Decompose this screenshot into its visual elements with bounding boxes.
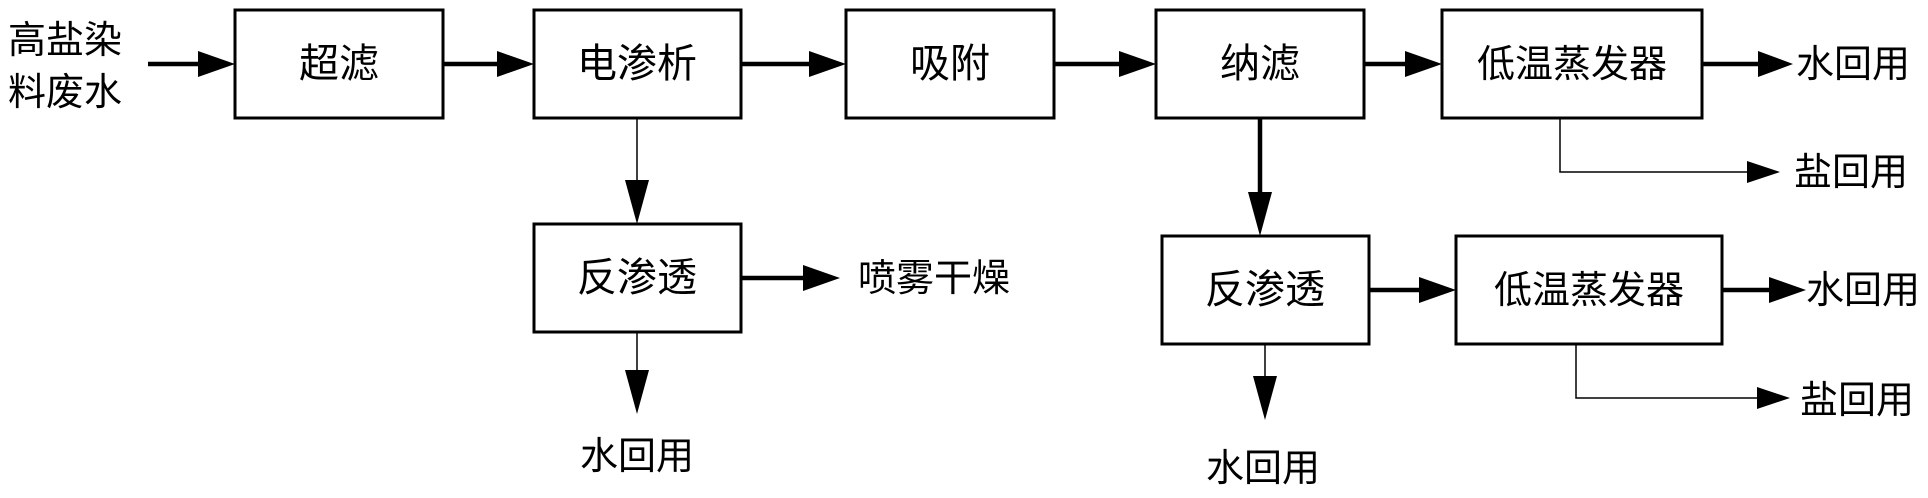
arrow-ro-left-to-spray-drying (741, 265, 840, 291)
box-nanofiltration-label: 纳滤 (1220, 41, 1300, 87)
box-evaporator-bottom: 低温蒸发器 (1454, 234, 1724, 346)
arrow-electrodialysis-to-ro-left (625, 118, 649, 224)
box-adsorption-label: 吸附 (910, 41, 990, 87)
box-evaporator-top-label: 低温蒸发器 (1477, 42, 1667, 86)
arrow-nanofiltration-to-evaporator (1364, 51, 1442, 77)
box-adsorption: 吸附 (844, 8, 1056, 120)
box-ultrafiltration: 超滤 (233, 8, 445, 120)
label-salt-reuse-top: 盐回用 (1794, 150, 1908, 194)
box-reverse-osmosis-left: 反渗透 (532, 222, 743, 334)
box-evaporator-bottom-label: 低温蒸发器 (1494, 268, 1684, 312)
label-spray-drying: 喷雾干燥 (858, 256, 1010, 300)
box-evaporator-top: 低温蒸发器 (1440, 8, 1704, 120)
arrow-evaporator-bottom-to-salt (1575, 344, 1790, 409)
arrow-ro-left-to-water (625, 332, 649, 414)
box-ro-left-label: 反渗透 (577, 255, 697, 301)
input-label-line1: 高盐染 (8, 18, 122, 62)
label-water-reuse-ro-left: 水回用 (580, 434, 694, 478)
label-water-reuse-top: 水回用 (1796, 42, 1910, 86)
arrow-ro-right-to-evaporator (1369, 277, 1456, 303)
arrow-evaporator-top-to-water (1702, 51, 1793, 77)
box-electrodialysis-label: 电渗析 (577, 41, 697, 87)
arrow-input-to-ultrafiltration (148, 51, 235, 77)
arrow-electrodialysis-to-adsorption (741, 51, 846, 77)
input-label-line2: 料废水 (8, 70, 122, 114)
label-salt-reuse-bottom: 盐回用 (1800, 378, 1914, 422)
box-reverse-osmosis-right: 反渗透 (1160, 234, 1371, 346)
label-water-reuse-ro-right: 水回用 (1206, 446, 1320, 490)
box-ro-right-label: 反渗透 (1205, 267, 1325, 313)
arrow-ro-right-to-water (1253, 344, 1277, 420)
box-nanofiltration: 纳滤 (1154, 8, 1366, 120)
arrow-ultrafiltration-to-electrodialysis (443, 51, 534, 77)
arrow-adsorption-to-nanofiltration (1054, 51, 1156, 77)
box-ultrafiltration-label: 超滤 (299, 41, 379, 87)
arrow-nanofiltration-to-ro-right (1248, 118, 1272, 236)
label-water-reuse-bottom-right: 水回用 (1806, 268, 1920, 312)
box-electrodialysis: 电渗析 (532, 8, 743, 120)
arrow-evaporator-top-to-salt (1559, 118, 1780, 183)
arrow-evaporator-bottom-to-water (1722, 277, 1806, 303)
